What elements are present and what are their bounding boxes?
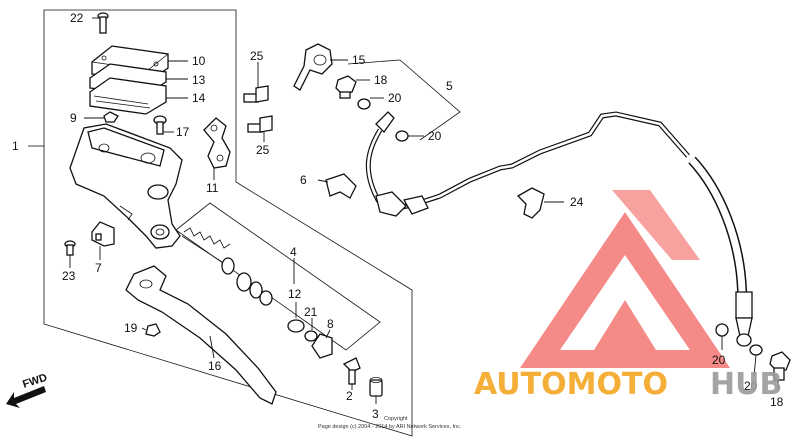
washer-12 [287,319,305,333]
callout-5: 5 [446,79,453,93]
nut-19 [145,323,161,337]
callout-25-bottom: 25 [256,143,270,157]
callout-1: 1 [12,139,19,153]
clamp-6 [325,173,357,199]
ring-21 [304,330,318,342]
callout-2: 2 [346,389,353,403]
assembly-outline [28,9,413,437]
leader-lines [69,17,779,404]
fwd-arrow [6,386,46,408]
callout-20-top-b: 20 [428,129,442,143]
washer-20-bottom-a [715,323,729,337]
callout-22: 22 [70,11,84,25]
callout-8: 8 [327,317,334,331]
callout-16: 16 [208,359,222,373]
callout-10: 10 [192,54,206,68]
callout-23: 23 [62,269,76,283]
pushrod-2 [342,357,361,385]
master-cylinder-body [69,123,183,249]
holder-11 [203,117,231,169]
bolt-18-top [335,75,357,99]
callout-6: 6 [300,173,307,187]
boot-8 [311,333,333,359]
washer-20-top-a [357,98,371,110]
callout-19: 19 [124,321,138,335]
copyright-line-1: Copyright [384,416,408,422]
screw-9 [103,111,119,123]
callout-18-top: 18 [374,73,388,87]
callout-3: 3 [372,407,379,421]
callout-7: 7 [95,261,102,275]
hose-bracket-lines [347,59,461,141]
nut-3 [369,377,383,397]
bolt-25-top [243,85,269,103]
watermark-logo [520,190,730,368]
callout-20-bottom-a: 20 [712,353,726,367]
screw-17 [153,115,167,135]
callout-15: 15 [352,53,366,67]
callout-20-top-a: 20 [388,91,402,105]
callout-14: 14 [192,91,206,105]
fwd-label: FWD [21,372,49,391]
washer-20-top-b [395,130,409,142]
callout-9: 9 [70,111,77,125]
piston-kit-outline [175,202,381,351]
brake-lever-16 [125,265,277,405]
screw-22 [97,12,109,34]
clamp-24 [516,187,545,219]
piston-spring [181,227,231,263]
callout-11: 11 [206,181,219,195]
callout-20-bottom-b: 20 [744,379,758,393]
brake-hose-5 [365,111,753,347]
screw-23 [64,240,76,256]
callout-13: 13 [192,73,206,87]
copyright-line-2: Page design (c) 2004 - 2014 by ARI Netwo… [318,424,462,430]
banjo-15 [293,43,333,91]
watermark-text-main: AUTOMOTO [474,367,668,402]
callout-17: 17 [176,125,190,139]
callouts: 1 2 3 4 5 6 7 8 9 10 11 12 13 14 15 16 1… [12,11,784,421]
bolt-18-bottom [769,351,791,381]
callout-18-bottom: 18 [770,395,784,409]
callout-25-top: 25 [250,49,264,63]
callout-12: 12 [288,287,302,301]
watermark-text-hub: HUB [710,367,782,402]
piston-cups [221,257,273,306]
callout-4: 4 [290,245,297,259]
washer-20-bottom-b [749,344,763,356]
callout-21: 21 [304,305,318,319]
switch-7 [91,221,115,247]
reservoir-diaphragm [89,77,167,115]
callout-24: 24 [570,195,584,209]
bolt-25-bottom [247,115,273,133]
